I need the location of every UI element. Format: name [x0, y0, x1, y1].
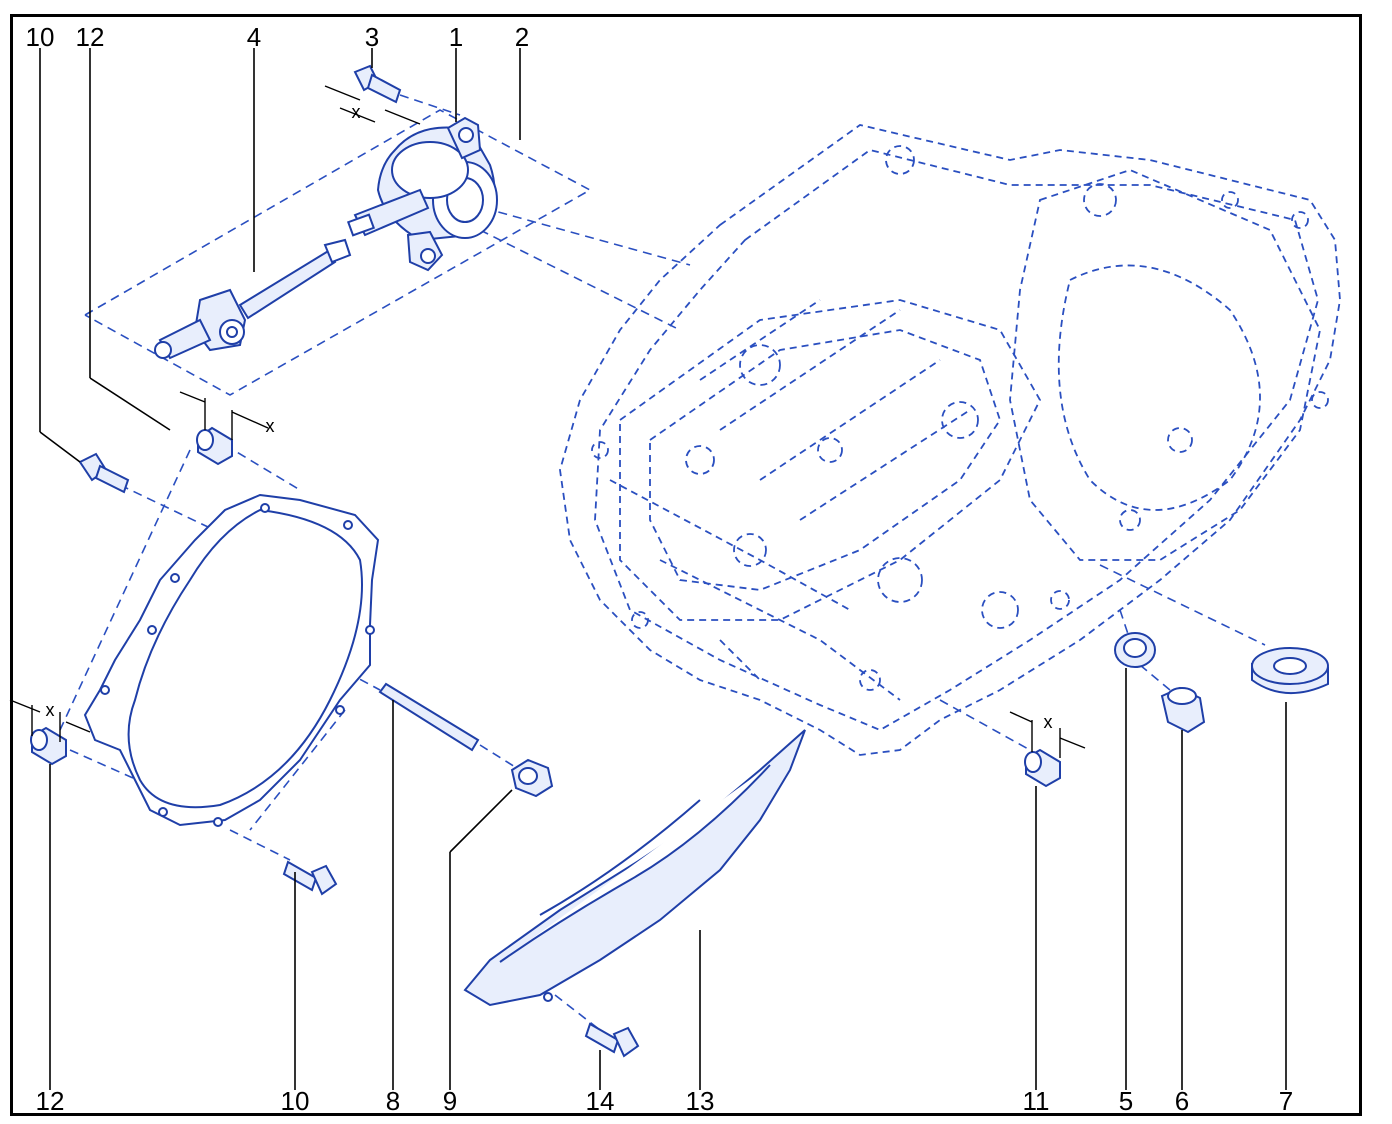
callout-11: 11	[1023, 1086, 1050, 1116]
part-13-cover-plate	[463, 729, 806, 1007]
gearbox-housing	[559, 124, 1341, 756]
callout-10-top: 10	[26, 22, 55, 52]
callout-4: 4	[247, 22, 261, 52]
callout-13: 13	[686, 1086, 715, 1116]
diagram-frame	[10, 14, 1362, 1116]
dimension-x-label: x	[266, 416, 275, 436]
callout-8: 8	[386, 1086, 400, 1116]
callout-12-top: 12	[76, 22, 105, 52]
part-10-bolt-top	[78, 452, 130, 494]
callout-10-bottom: 10	[281, 1086, 310, 1116]
part-9-nut	[510, 758, 554, 798]
part-14-bolt	[584, 1022, 640, 1058]
dimension-marks: x x x x	[9, 85, 1086, 758]
callout-3: 3	[365, 22, 379, 52]
part-12-dowel-bottom	[30, 726, 67, 766]
dimension-x-label: x	[352, 102, 361, 122]
part-12-dowel-top	[196, 426, 233, 466]
dimension-x-label: x	[46, 700, 55, 720]
callout-7: 7	[1279, 1086, 1293, 1116]
callout-12-bottom: 12	[36, 1086, 65, 1116]
part-10-bolt-bottom	[282, 860, 338, 896]
callout-9: 9	[443, 1086, 457, 1116]
dimension-x-label: x	[1044, 712, 1053, 732]
callout-1: 1	[449, 22, 463, 52]
part-3-bolt	[353, 64, 402, 104]
part-7-washer	[1251, 647, 1329, 694]
callout-5: 5	[1119, 1086, 1133, 1116]
part-5-seal-ring	[1114, 632, 1156, 668]
part-4-hydraulic-pipe	[154, 238, 352, 360]
callout-labels: 10 12 4 3 1 2 12 10 8 9 14 13 11 5 6 7	[26, 22, 1294, 1116]
part-11-dowel	[1024, 748, 1061, 788]
part-6-plug	[1160, 686, 1206, 734]
callout-6: 6	[1175, 1086, 1189, 1116]
callout-2: 2	[515, 22, 529, 52]
callout-14: 14	[586, 1086, 615, 1116]
part-gasket-plate	[83, 493, 380, 827]
part-1-release-bearing	[346, 116, 498, 272]
leader-lines	[39, 48, 1287, 1090]
part-8-stud	[378, 682, 480, 752]
